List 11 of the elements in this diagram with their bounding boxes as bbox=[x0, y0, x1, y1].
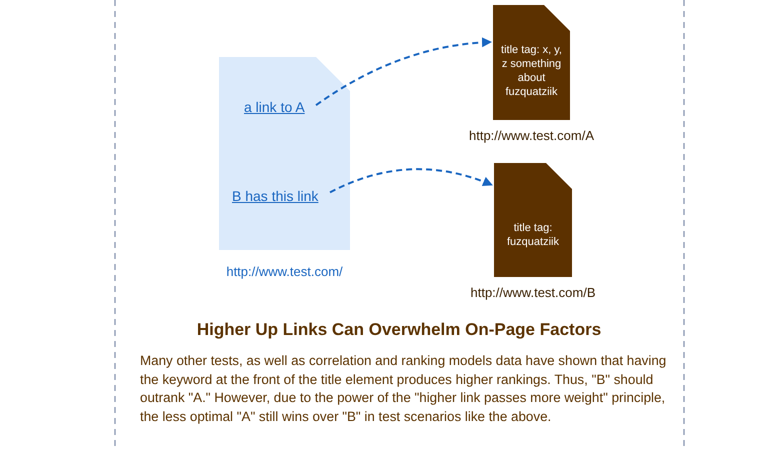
url-label: http://www.test.com/B bbox=[470, 285, 596, 300]
caption-paragraph: Many other tests, as well as correlation and ranking models data have shown that having the keyword at the front of the title element produces higher rankings. Thus, "B" should outrank "A." However, due to the power of the "higher link passes more weight" principle, the less optimal "A" still wins over "B" in test scenarios like the above. bbox=[140, 352, 668, 426]
heading: Higher Up Links Can Overwhelm On-Page Factors bbox=[196, 320, 602, 340]
link-text: B has this link bbox=[232, 187, 320, 205]
dashed-arrow bbox=[315, 38, 492, 106]
url-label: http://www.test.com/A bbox=[469, 128, 594, 143]
url-label: http://www.test.com/ bbox=[226, 264, 343, 279]
title-tag-text: title tag: x, y, z something about fuzquatziik bbox=[500, 43, 563, 99]
dashed-arrow bbox=[330, 168, 493, 194]
link-text: a link to A bbox=[244, 98, 306, 116]
title-tag-text: title tag: fuzquatziik bbox=[506, 221, 560, 249]
